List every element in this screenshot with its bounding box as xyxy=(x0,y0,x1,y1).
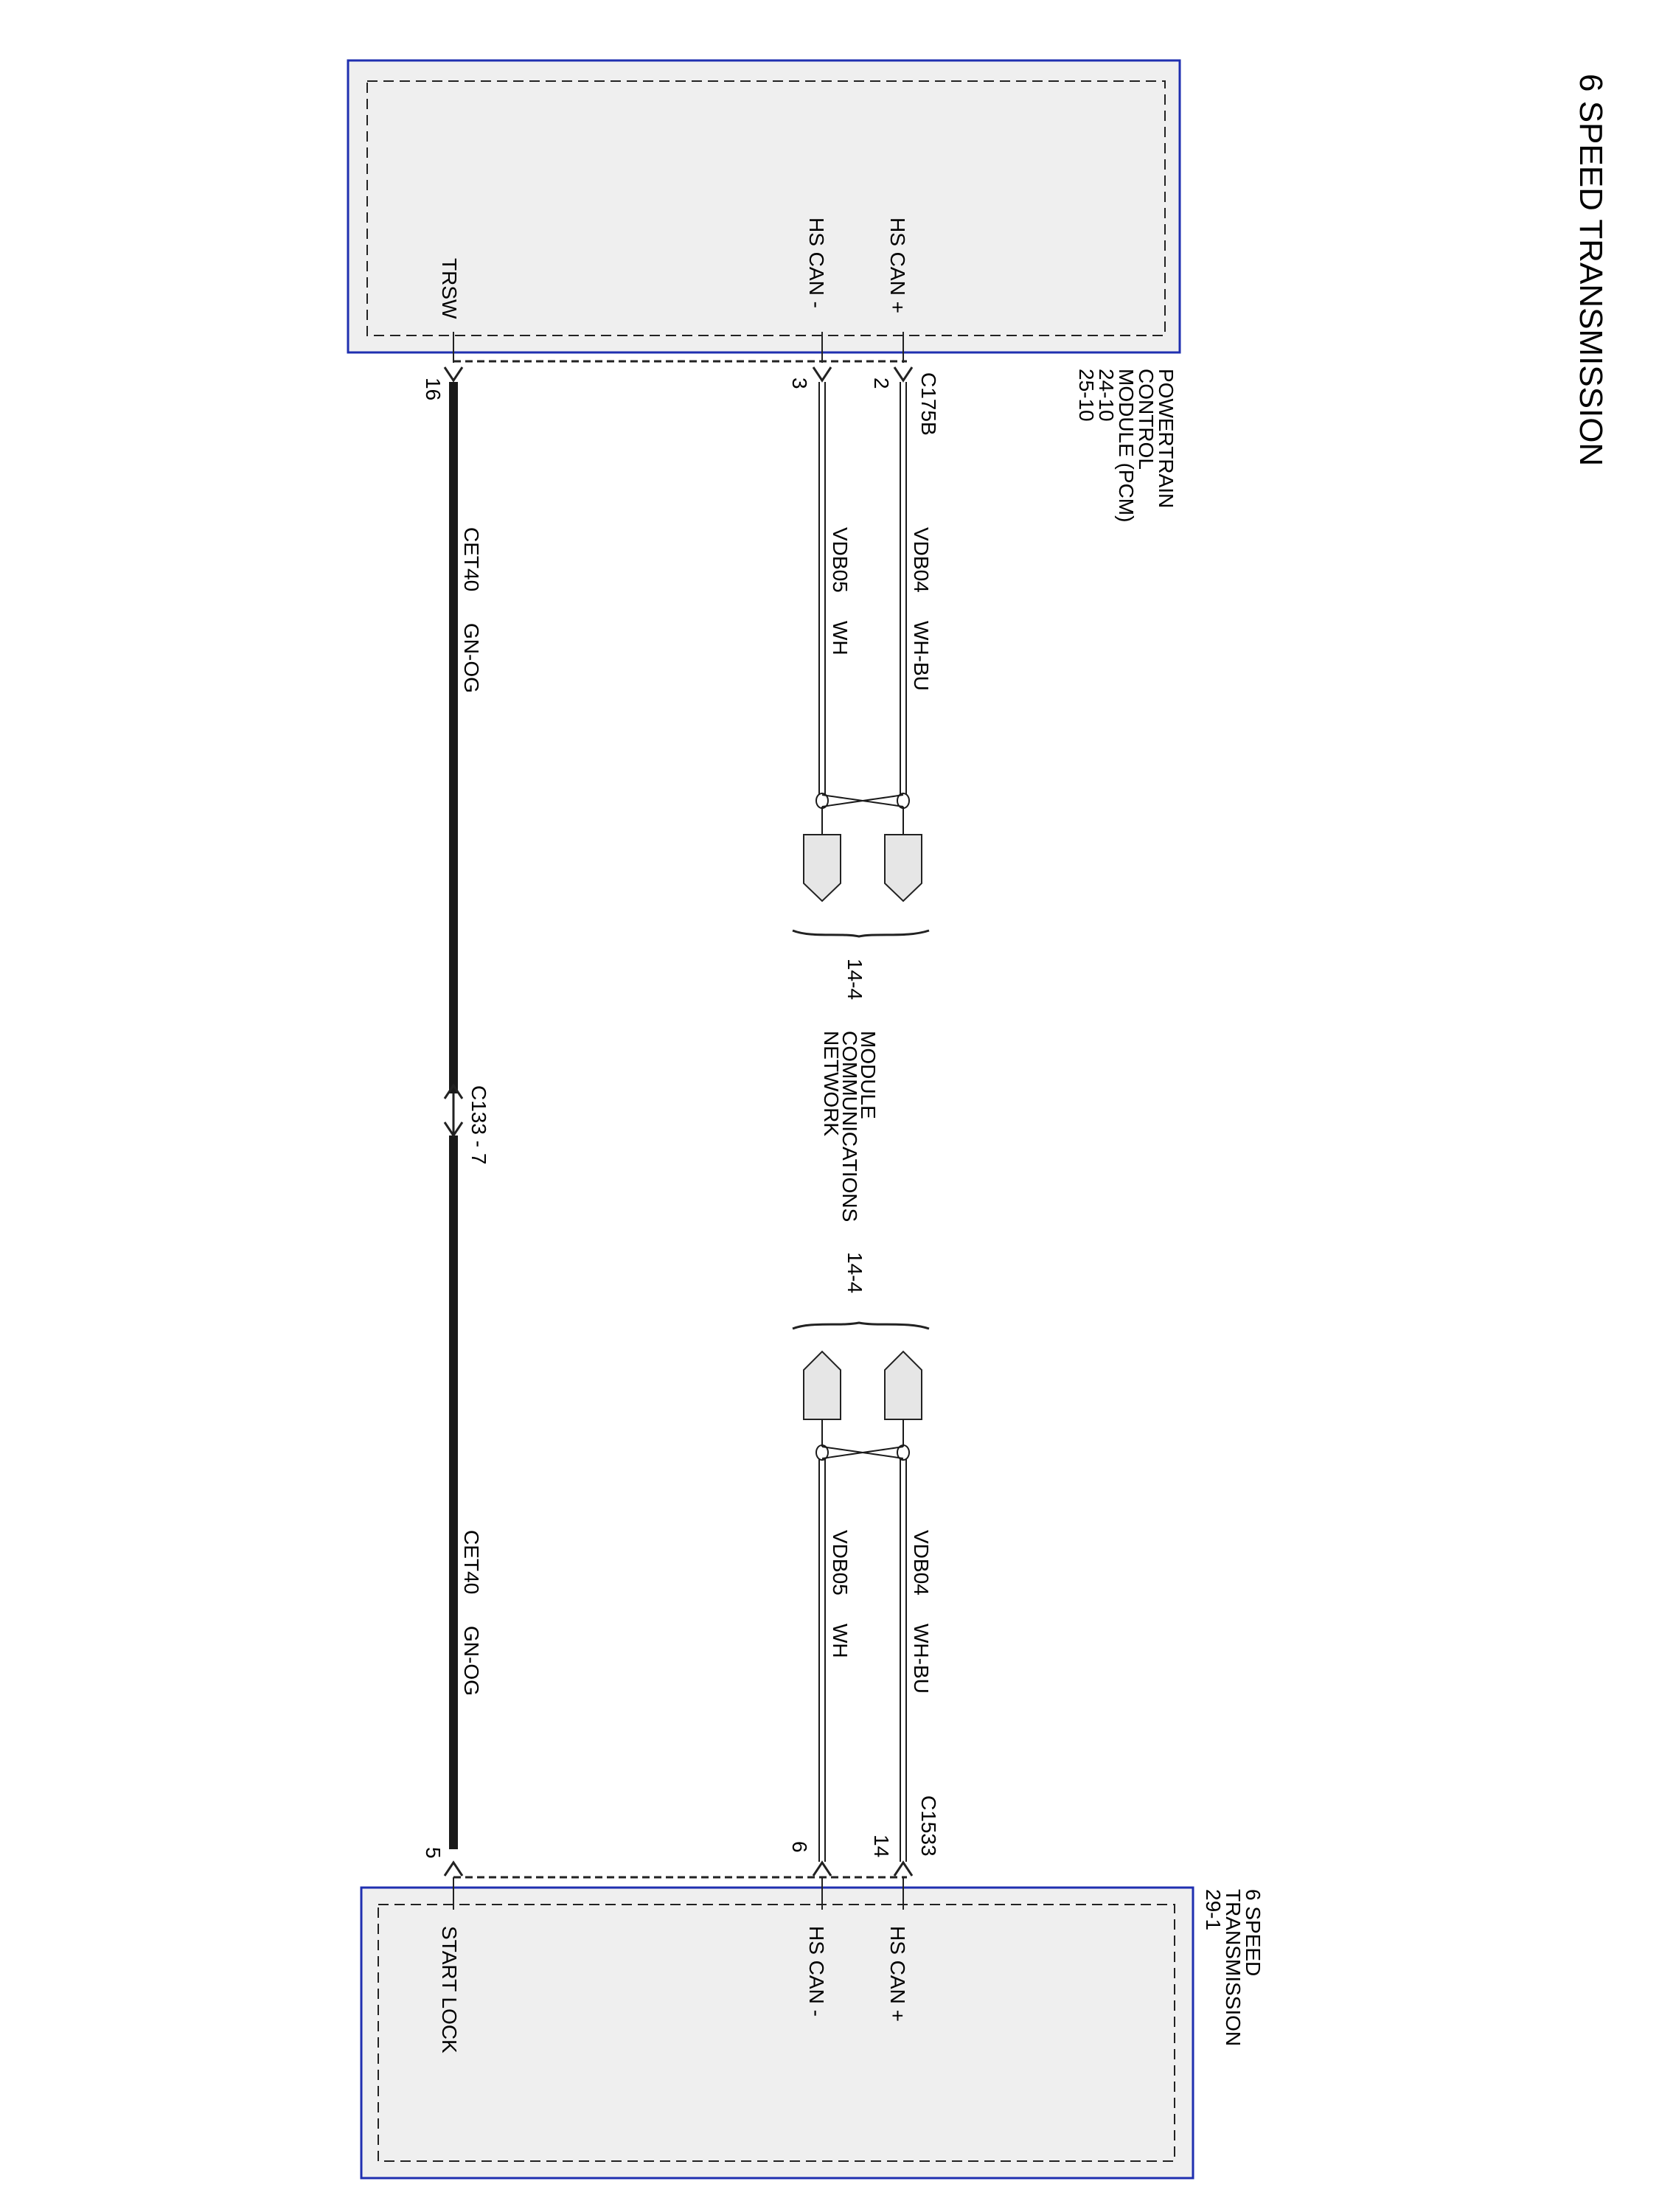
transmission-module xyxy=(360,1876,1194,2180)
pcm-pin-number-trsw: 16 xyxy=(422,378,445,400)
network-ref-lower: 14-4 xyxy=(844,1252,866,1293)
pcm-name-line: 24-10 xyxy=(1095,369,1118,422)
wire-lower-can-minus-circuit: VDB05 xyxy=(829,1530,852,1596)
network-brace-upper xyxy=(792,929,930,938)
pcm-name-line: CONTROL xyxy=(1135,369,1158,470)
transmission-connector-id: C1533 xyxy=(917,1795,940,1857)
transmission-pin-start-lock-label: START LOCK xyxy=(438,1926,461,2053)
wire-upper-can-minus-color: WH xyxy=(829,621,852,655)
can-wires-lower xyxy=(815,1419,910,1862)
transmission-pin-number-start-lock: 5 xyxy=(422,1847,445,1859)
network-name-line: MODULE xyxy=(857,1031,880,1119)
transmission-pin-hs-can-plus-label: HS CAN + xyxy=(886,1926,909,2022)
wire-upper-trsw-color: GN-OG xyxy=(460,623,483,693)
pcm-module xyxy=(347,59,1181,363)
transmission-terminal-markers xyxy=(443,1860,914,1877)
network-arrows-upper xyxy=(803,834,922,902)
wire-upper-trsw-circuit: CET40 xyxy=(460,527,483,591)
pcm-pin-hs-can-plus-label: HS CAN + xyxy=(886,218,909,313)
pcm-name-line: MODULE (PCM) xyxy=(1115,369,1138,522)
pcm-pin-hs-can-minus-label: HS CAN - xyxy=(805,218,828,308)
pcm-pin-number-can-minus: 3 xyxy=(788,378,811,389)
page-title: 6 SPEED TRANSMISSION xyxy=(1573,74,1609,466)
transmission-name: 6 SPEED TRANSMISSION 29-1 xyxy=(1202,1889,1265,2046)
wire-lower-start-lock-color: GN-OG xyxy=(460,1626,483,1696)
transmission-pin-number-can-minus: 6 xyxy=(788,1841,811,1853)
transmission-name-line: 29-1 xyxy=(1202,1889,1225,1930)
trsw-wire xyxy=(443,382,464,1849)
pcm-terminal-markers xyxy=(443,366,914,383)
wire-upper-can-plus-color: WH-BU xyxy=(910,621,933,691)
transmission-name-line: 6 SPEED xyxy=(1242,1889,1265,1976)
wire-upper-can-minus-circuit: VDB05 xyxy=(829,527,852,593)
network-arrows-lower xyxy=(803,1350,922,1420)
transmission-pin-hs-can-minus-label: HS CAN - xyxy=(805,1926,828,2017)
network-label: MODULE COMMUNICATIONS NETWORK xyxy=(820,1031,880,1222)
wire-lower-can-minus-color: WH xyxy=(829,1624,852,1658)
wire-lower-can-plus-circuit: VDB04 xyxy=(910,1530,933,1596)
transmission-name-line: TRANSMISSION xyxy=(1222,1889,1245,2046)
wire-lower-start-lock-circuit: CET40 xyxy=(460,1530,483,1594)
pcm-name: POWERTRAIN CONTROL MODULE (PCM) 24-10 25… xyxy=(1075,369,1178,522)
wire-lower-can-plus-color: WH-BU xyxy=(910,1624,933,1694)
wire-upper-can-plus-circuit: VDB04 xyxy=(910,527,933,593)
transmission-pin-number-can-plus: 14 xyxy=(870,1834,893,1857)
network-ref-upper: 14-4 xyxy=(844,959,866,1000)
can-wires-upper xyxy=(815,382,910,835)
pcm-pin-number-can-plus: 2 xyxy=(870,378,893,389)
inline-connector-id: C133 - 7 xyxy=(467,1085,490,1164)
pcm-pin-trsw-label: TRSW xyxy=(438,258,461,319)
network-name-line: COMMUNICATIONS xyxy=(838,1031,861,1222)
pcm-name-line: POWERTRAIN xyxy=(1155,369,1178,508)
pcm-connector-id: C175B xyxy=(917,372,940,436)
network-brace-lower xyxy=(792,1321,930,1330)
pcm-name-line: 25-10 xyxy=(1075,369,1098,422)
network-name-line: NETWORK xyxy=(820,1031,843,1136)
